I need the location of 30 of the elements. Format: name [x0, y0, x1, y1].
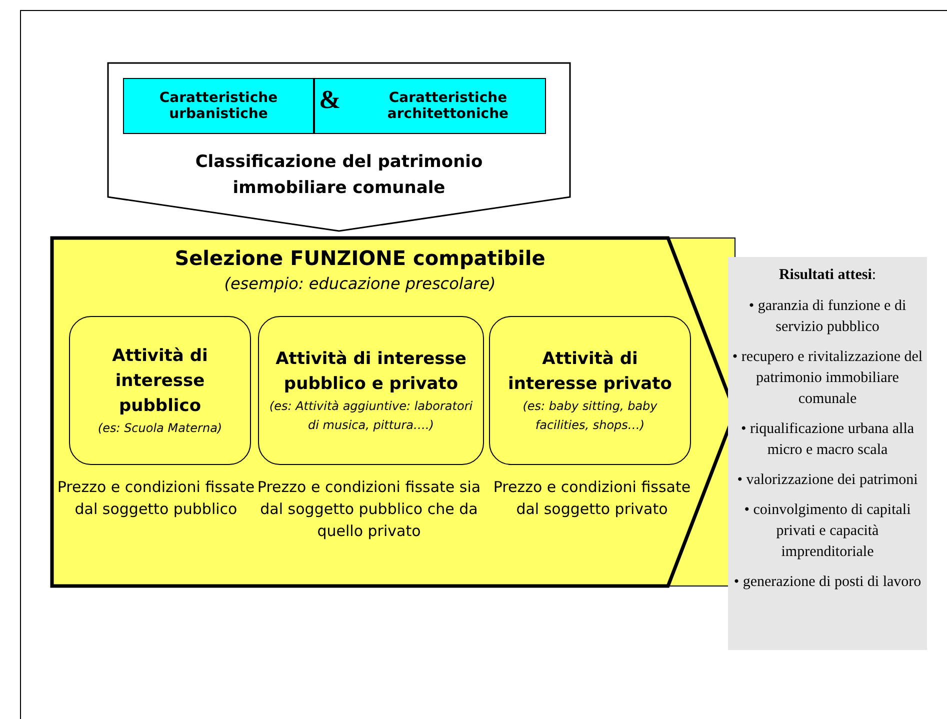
example-text: (es: Scuola Materna)	[98, 420, 222, 436]
panel-heading: Risultati attesi:	[778, 266, 878, 285]
panel-subtitle: (esempio: educazione prescolare)	[223, 274, 497, 293]
result-item: • garanzia di funzione e di servizio pubblico	[748, 297, 908, 337]
result-item: • riqualificazione urbana alla micro e macro scala	[740, 420, 916, 460]
activity-box	[258, 316, 484, 465]
condition-text: Prezzo e condizioni fissate dal soggetto pubblico	[56, 477, 256, 520]
chevron-panel	[52, 238, 735, 586]
feature-box	[123, 78, 314, 134]
panel-title: Selezione FUNZIONE compatibile	[174, 246, 546, 270]
down-arrow-shape	[108, 63, 570, 231]
activity-title: Attività di interesse privato	[507, 348, 673, 396]
feature-text: Caratteristiche urbanistiche	[158, 90, 279, 122]
feature-text: Caratteristiche architettoniche	[386, 90, 510, 122]
condition-text: Prezzo e condizioni fissate dal soggetto privato	[492, 477, 692, 520]
activity-title: Attività di interesse pubblico e privato	[274, 348, 468, 396]
result-item: • valorizzazione dei patrimoni	[736, 471, 919, 490]
result-item: • generazione di posti di lavoro	[732, 573, 922, 592]
heading-text: Classificazione del patrimonio immobiliare comunale	[194, 151, 484, 200]
ampersand-symbol: &	[319, 85, 341, 115]
activity-box	[489, 316, 691, 465]
result-item: • coinvolgimento di capitali privati e capacità imprenditoriale	[743, 501, 912, 562]
condition-text: Prezzo e condizioni fissate sia dal soggetto pubblico che da quello privato	[256, 477, 482, 542]
example-text: (es: baby sitting, baby facilities, shops…)	[522, 398, 658, 434]
results-panel	[728, 257, 927, 650]
example-text: (es: Attività aggiuntive: laboratori di musica, pittura….)	[269, 398, 473, 434]
activity-box	[69, 316, 251, 465]
activity-title: Attività di interesse pubblico	[111, 344, 209, 418]
result-item: • recupero e rivitalizzazione del patrimonio immobiliare comunale	[732, 348, 923, 409]
feature-box	[314, 78, 546, 134]
